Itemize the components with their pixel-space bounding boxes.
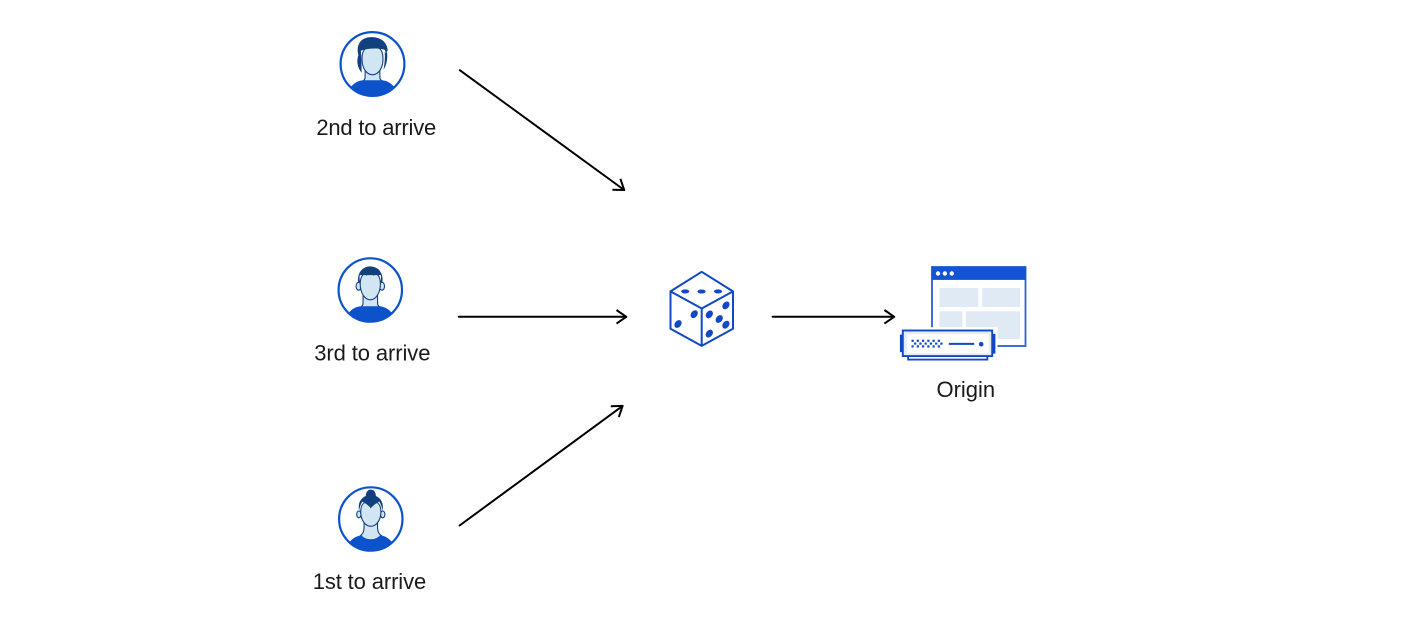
svg-text:Origin: Origin [936, 377, 995, 402]
svg-text:3rd to arrive: 3rd to arrive [314, 340, 430, 365]
svg-text:2nd to arrive: 2nd to arrive [316, 115, 436, 140]
svg-text:1st to arrive: 1st to arrive [313, 569, 426, 594]
